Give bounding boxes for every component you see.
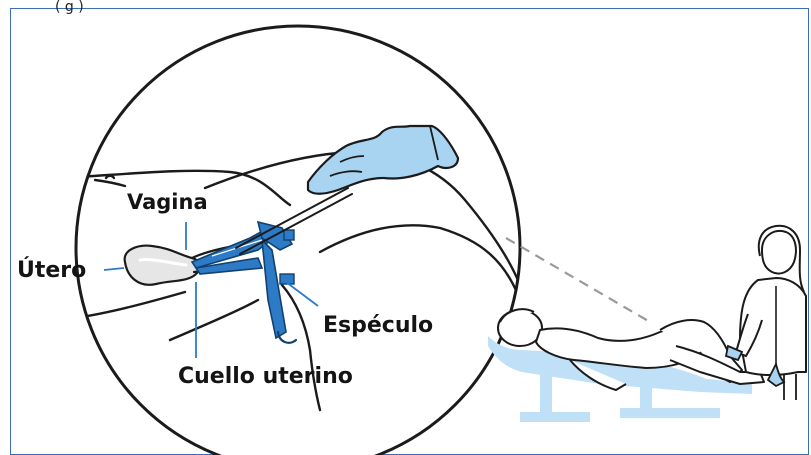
label-especulo: Espéculo: [323, 315, 433, 337]
magnified-view-circle: [76, 26, 520, 455]
label-vagina: Vagina: [127, 192, 208, 213]
label-utero: Útero: [17, 260, 86, 282]
label-cuello-uterino: Cuello uterino: [178, 366, 353, 388]
